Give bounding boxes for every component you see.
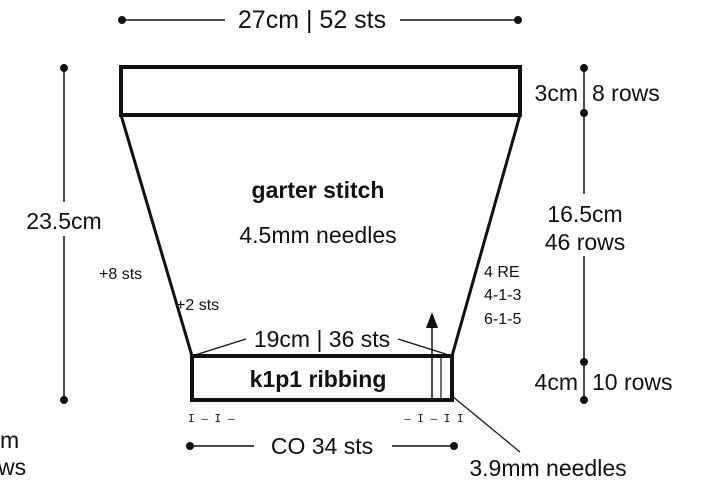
cutoff-left-line1: m [0, 427, 19, 453]
ribbing-needles-leader [451, 395, 521, 453]
ribbing-width-leader-left [191, 338, 247, 357]
top-width-dot-right [514, 16, 522, 24]
ribbing-band [190, 354, 454, 402]
shaping-note-1: 4 RE [484, 264, 520, 281]
top-width-label: 27cm | 52 sts [238, 6, 386, 34]
shaping-cm-label: 16.5cm [547, 201, 622, 227]
body-stitch-label: garter stitch [252, 177, 385, 203]
inner-increase-label: +2 sts [176, 297, 219, 314]
body-needles-label: 4.5mm needles [239, 222, 396, 248]
band-cm-label: 3cm [535, 80, 578, 106]
rib-marks-left: I – I – [188, 412, 235, 425]
ribbing-stitch-label: k1p1 ribbing [250, 366, 387, 392]
total-height-dot-top [60, 64, 68, 72]
right-height-dot-bottom [580, 396, 588, 404]
right-height-dot-top [580, 64, 588, 72]
ribbing-rows-label: 10 rows [592, 369, 673, 395]
top-band [119, 65, 522, 117]
cutoff-left-line2: ws [0, 454, 26, 480]
shaping-note-3: 6-1-5 [484, 311, 521, 328]
cast-on-dot-right [450, 442, 458, 450]
left-slope [119, 114, 194, 357]
ribbing-needles-label: 3.9mm needles [469, 455, 626, 481]
shaping-note-2: 4-1-3 [484, 287, 521, 304]
right-height-dot-band [580, 109, 588, 117]
cast-on-label: CO 34 sts [271, 433, 373, 459]
top-width-dot-left [118, 16, 126, 24]
ribbing-cm-label: 4cm [535, 369, 578, 395]
total-height-dot-bottom [60, 396, 68, 404]
outer-increase-label: +8 sts [99, 266, 142, 283]
ribbing-width-leader-right [397, 338, 453, 357]
cast-on-dot-left [186, 442, 194, 450]
right-slope [450, 114, 522, 357]
shaping-rows-label: 46 rows [545, 229, 626, 255]
ribbing-width-label: 19cm | 36 sts [254, 326, 390, 352]
band-rows-label: 8 rows [592, 80, 660, 106]
direction-arrow-head [426, 312, 438, 328]
rib-marks-right: – I – I I [404, 412, 464, 425]
right-height-dot-rib [580, 358, 588, 366]
total-height-label: 23.5cm [26, 208, 101, 234]
